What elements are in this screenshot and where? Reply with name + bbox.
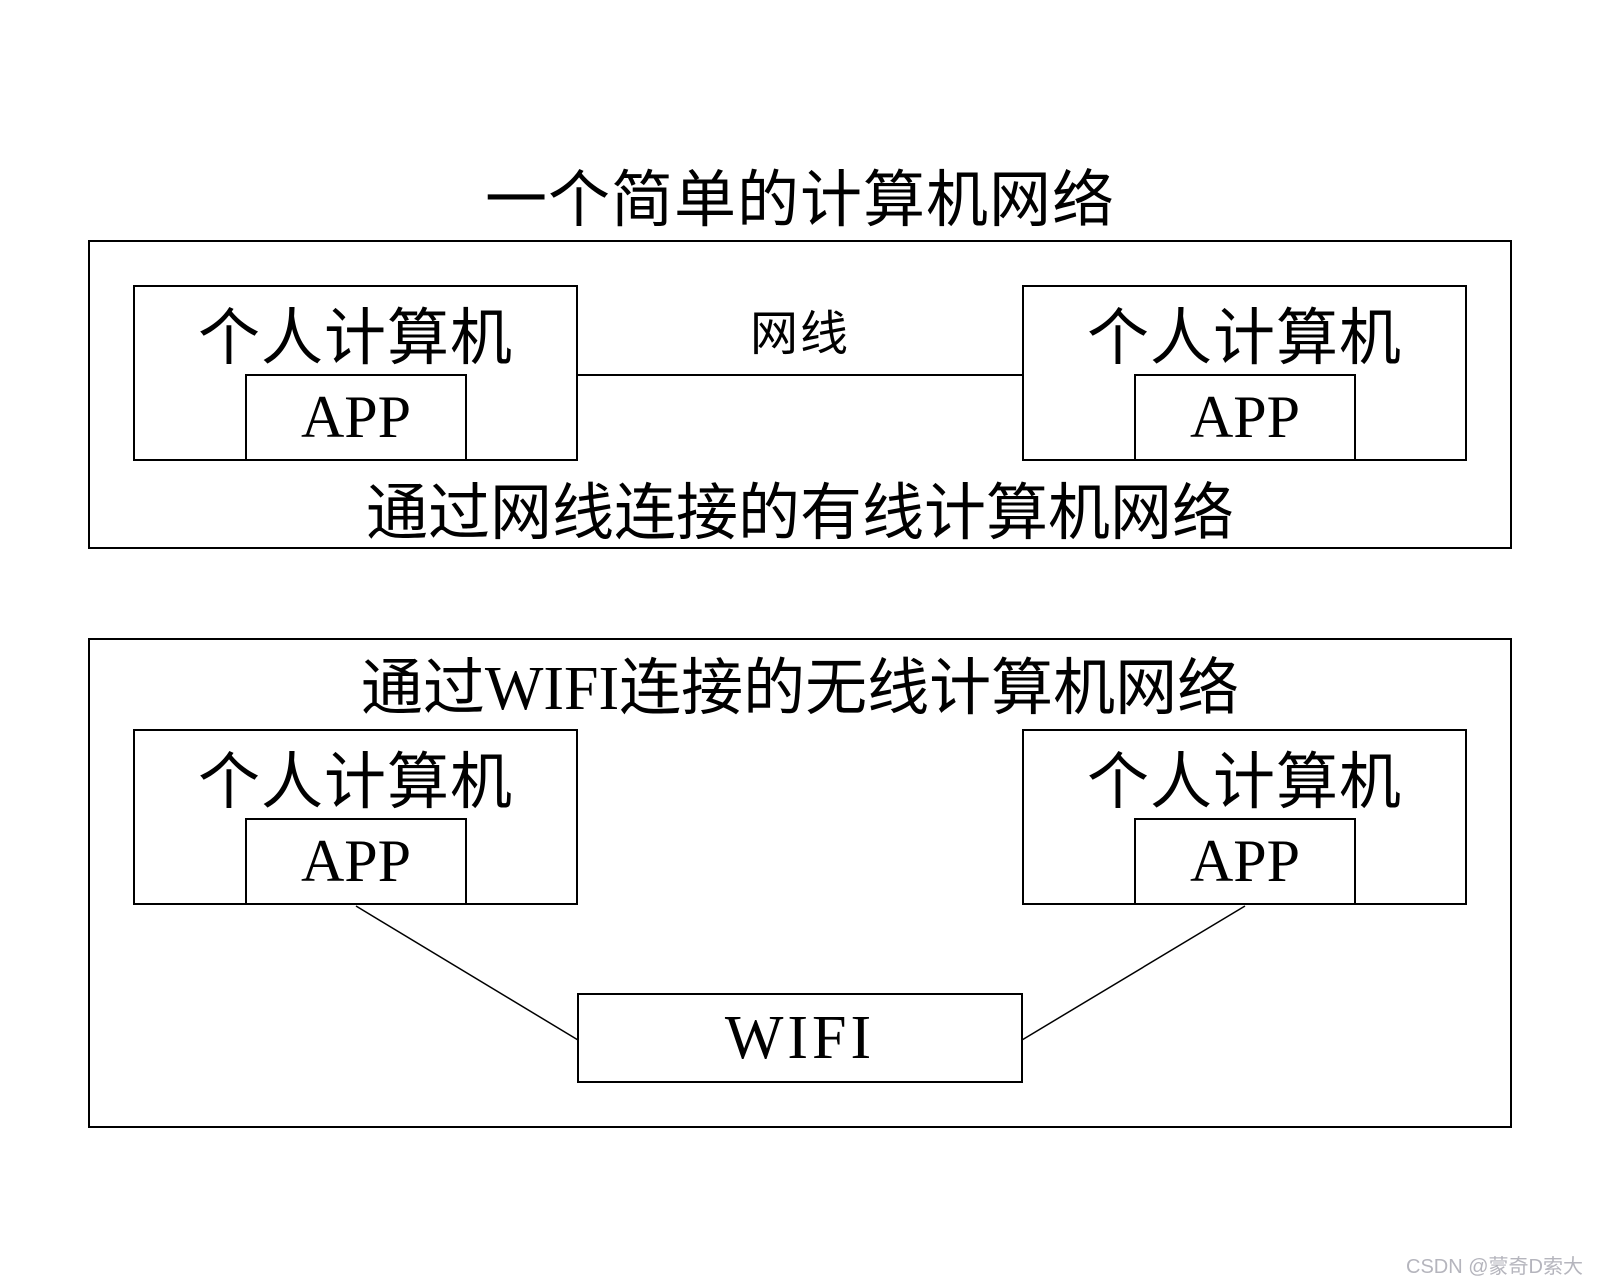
wired-right-app-box: APP [1134,374,1356,461]
wired-right-pc-label: 个人计算机 [1086,304,1402,373]
wired-left-pc-label: 个人计算机 [197,304,513,373]
cable-label: 网线 [749,308,850,361]
wired-section-caption: 通过网线连接的有线计算机网络 [365,480,1234,548]
wired-left-app-box: APP [245,374,467,461]
wired-left-pc-box: 个人计算机 APP [133,285,578,461]
wireless-left-pc-box: 个人计算机 APP [133,729,578,905]
diagram-title: 一个简单的计算机网络 [484,167,1115,235]
wifi-hub-box: WIFI [577,993,1023,1083]
wireless-section-title: 通过WIFI连接的无线计算机网络 [360,655,1240,723]
wireless-left-pc-label: 个人计算机 [197,748,513,817]
wireless-left-app-box: APP [245,818,467,905]
wireless-right-pc-box: 个人计算机 APP [1022,729,1467,905]
csdn-watermark: CSDN @蒙奇D索大 [1406,1256,1583,1278]
wired-right-pc-box: 个人计算机 APP [1022,285,1467,461]
wireless-right-app-box: APP [1134,818,1356,905]
wireless-right-pc-label: 个人计算机 [1086,748,1402,817]
